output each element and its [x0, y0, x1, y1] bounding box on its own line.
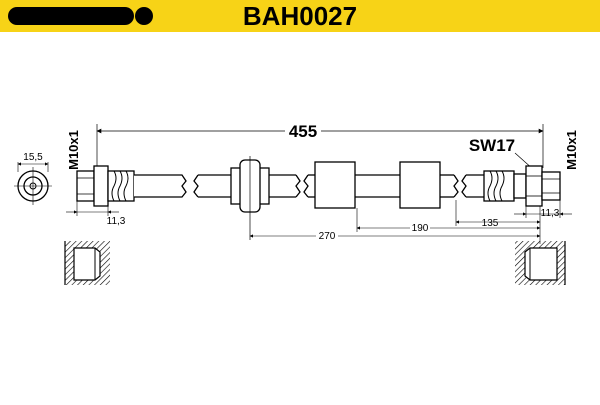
- total-length-dimension: 455: [96, 122, 544, 168]
- right-fitting-dimension: 11,3: [514, 200, 572, 219]
- diameter-label: 15,5: [23, 152, 43, 163]
- wrench-size-label: SW17: [469, 136, 515, 155]
- total-length-label: 455: [289, 122, 317, 141]
- end-view: 15,5: [14, 152, 52, 205]
- technical-drawing: 15,5 455 M10x1 M10x1 SW17: [0, 32, 600, 400]
- part-number: BAH0027: [242, 1, 358, 31]
- right-thread-label: M10x1: [564, 130, 579, 170]
- barum-logo: Barum B: [8, 7, 153, 25]
- svg-text:B: B: [140, 11, 148, 23]
- left-section-view: [64, 241, 110, 285]
- dim-190: 190: [356, 208, 541, 234]
- dim-270: 270: [249, 231, 541, 242]
- left-thread-label: M10x1: [66, 130, 81, 170]
- header-bar: Barum B BAH0027: [0, 0, 600, 32]
- right-fitting-length-label: 11,3: [541, 208, 560, 219]
- right-section-view: [515, 241, 566, 285]
- dim-190-label: 190: [412, 223, 429, 234]
- left-fitting-length-label: 11,3: [107, 216, 126, 227]
- dim-270-label: 270: [319, 231, 336, 242]
- brand-text: Barum: [46, 8, 94, 25]
- left-fitting-dimension: 11,3: [66, 201, 126, 227]
- brake-hose: [76, 156, 561, 240]
- hose-drawing-svg: 15,5 455 M10x1 M10x1 SW17: [14, 122, 579, 285]
- dim-135-label: 135: [482, 218, 499, 229]
